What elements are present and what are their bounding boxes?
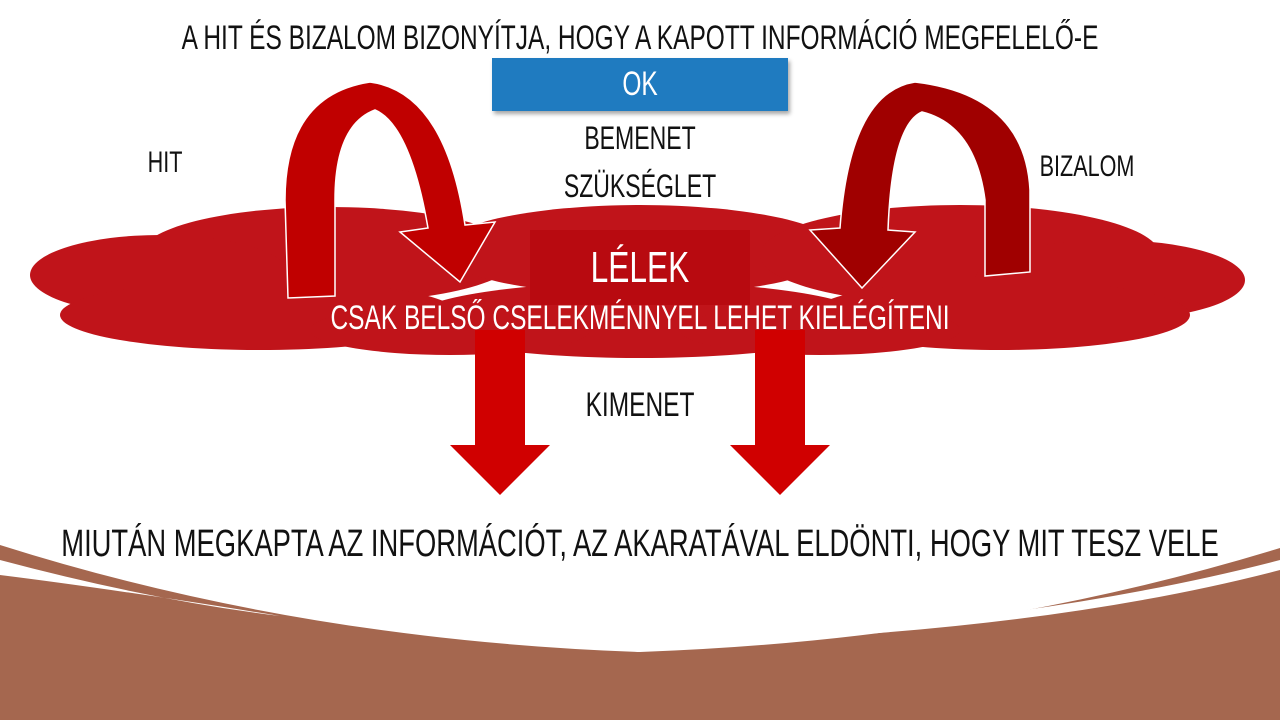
soul-subtitle: CSAK BELSŐ CSELEKMÉNNYEL LEHET KIELÉGÍTE… bbox=[330, 299, 950, 337]
output-label: KIMENET bbox=[585, 386, 695, 424]
faith-label: HIT bbox=[147, 146, 183, 179]
soul-label: LÉLEK bbox=[590, 243, 690, 292]
bottom-text: MIUTÁN MEGKAPTA AZ INFORMÁCIÓT, AZ AKARA… bbox=[61, 523, 1219, 565]
ok-box bbox=[492, 58, 788, 111]
input-label: BEMENET bbox=[584, 120, 696, 156]
center-box bbox=[530, 230, 750, 305]
trust-label: BIZALOM bbox=[1039, 150, 1135, 183]
slide-title: A HIT ÉS BIZALOM BIZONYÍTJA, HOGY A KAPO… bbox=[181, 19, 1099, 57]
left-curved-arrow bbox=[284, 81, 497, 299]
right-curved-arrow bbox=[808, 81, 1031, 290]
down-arrow-right bbox=[730, 330, 830, 495]
down-arrow-left bbox=[450, 330, 550, 495]
need-label: SZÜKSÉGLET bbox=[563, 168, 717, 204]
cloud-shape bbox=[30, 205, 1245, 358]
bottom-wave bbox=[0, 545, 1280, 720]
ok-label: OK bbox=[622, 65, 658, 103]
wave-stripe bbox=[0, 560, 1280, 642]
